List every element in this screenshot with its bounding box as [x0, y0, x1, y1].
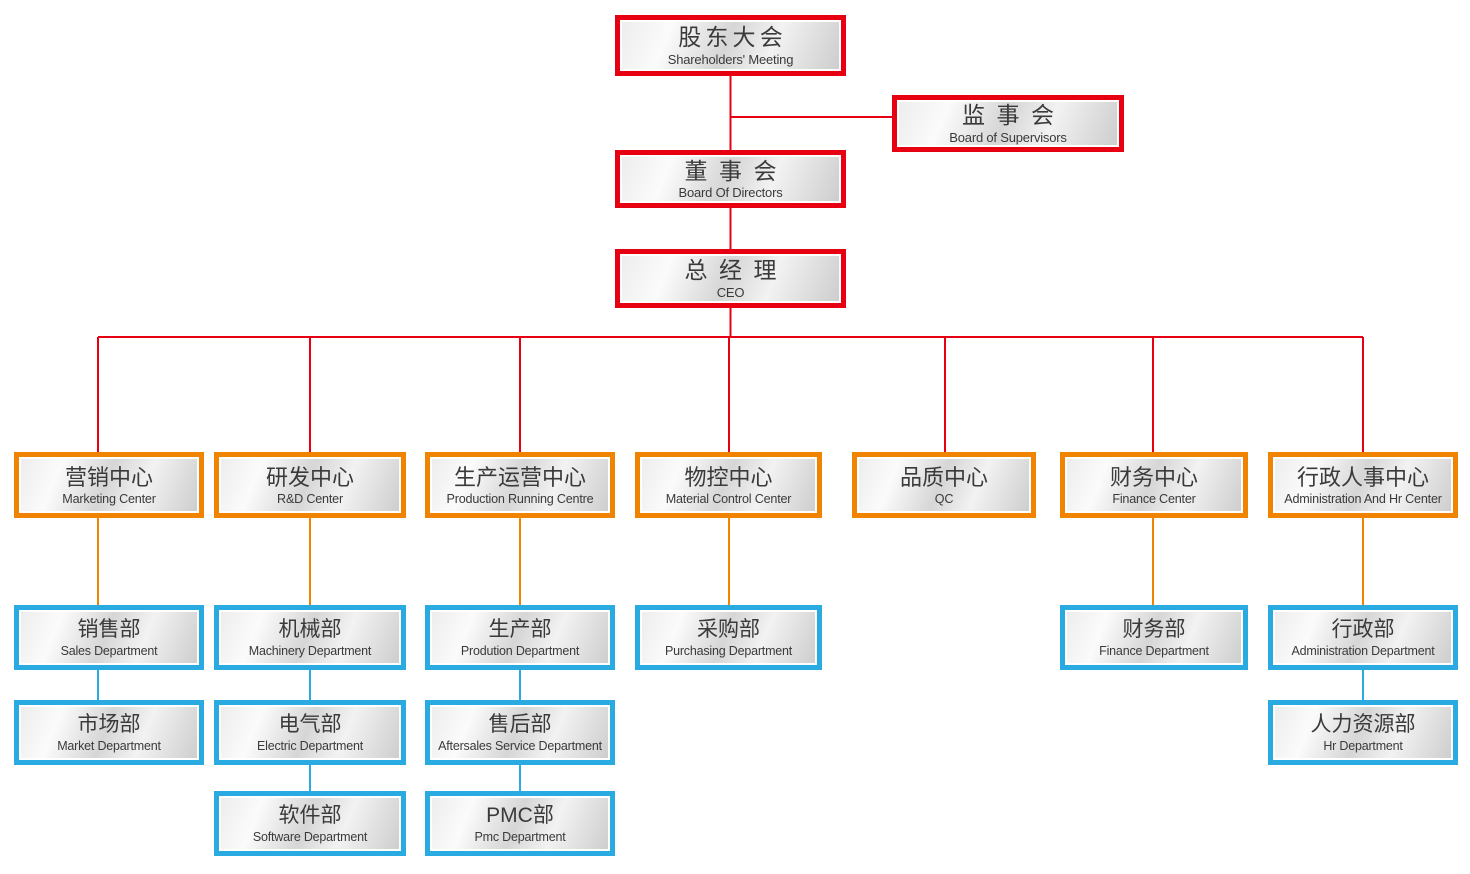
sales-department-en-label: Sales Department [60, 643, 158, 658]
org-node-admin-hr-center: 行政人事中心 Administration And Hr Center [1268, 452, 1458, 518]
org-node-marketing-center: 营销中心 Marketing Center [14, 452, 204, 518]
org-node-market-department: 市场部 Market Department [14, 700, 204, 765]
pmc-department-en-label: Pmc Department [474, 829, 566, 844]
market-department-zh-label: 市场部 [77, 712, 141, 736]
electric-department-zh-label: 电气部 [278, 712, 342, 736]
org-node-board-of-supervisors: 监事会 Board of Supervisors [892, 95, 1124, 152]
org-node-hr-department: 人力资源部 Hr Department [1268, 700, 1458, 765]
software-department-en-label: Software Department [252, 829, 368, 844]
org-node-finance-department: 财务部 Finance Department [1060, 605, 1248, 670]
board-of-directors-en-label: Board Of Directors [678, 185, 783, 201]
prodution-department-zh-label: 生产部 [488, 617, 552, 641]
production-running-centre-zh-label: 生产运营中心 [453, 464, 586, 490]
administration-department-en-label: Administration Department [1291, 643, 1435, 658]
shareholders-meeting-zh-label: 股东大会 [678, 24, 787, 51]
pmc-department-zh-label: PMC部 [486, 803, 554, 827]
electric-department-en-label: Electric Department [257, 738, 363, 753]
org-node-purchasing-department: 采购部 Purchasing Department [635, 605, 822, 670]
marketing-center-en-label: Marketing Center [62, 492, 156, 507]
finance-center-zh-label: 财务中心 [1109, 464, 1198, 490]
purchasing-department-zh-label: 采购部 [697, 617, 760, 641]
org-node-shareholders-meeting: 股东大会 Shareholders' Meeting [615, 15, 846, 76]
rd-center-en-label: R&D Center [277, 492, 343, 507]
market-department-en-label: Market Department [57, 738, 161, 753]
org-node-material-control-center: 物控中心 Material Control Center [635, 452, 822, 518]
material-control-center-zh-label: 物控中心 [684, 464, 773, 490]
machinery-department-zh-label: 机械部 [278, 617, 342, 641]
hr-department-zh-label: 人力资源部 [1310, 712, 1416, 736]
ceo-zh-label: 总经理 [684, 257, 788, 284]
org-node-qc-center: 品质中心 QC [852, 452, 1036, 518]
sales-department-zh-label: 销售部 [77, 617, 141, 641]
material-control-center-en-label: Material Control Center [665, 492, 792, 507]
org-node-machinery-department: 机械部 Machinery Department [214, 605, 406, 670]
finance-department-en-label: Finance Department [1099, 643, 1209, 658]
org-node-aftersales-service-department: 售后部 Aftersales Service Department [425, 700, 615, 765]
org-node-prodution-department: 生产部 Prodution Department [425, 605, 615, 670]
finance-department-zh-label: 财务部 [1122, 617, 1186, 641]
admin-hr-center-en-label: Administration And Hr Center [1284, 492, 1442, 507]
org-node-ceo: 总经理 CEO [615, 249, 846, 308]
org-node-sales-department: 销售部 Sales Department [14, 605, 204, 670]
org-node-rd-center: 研发中心 R&D Center [214, 452, 406, 518]
qc-center-zh-label: 品质中心 [899, 464, 988, 490]
org-node-board-of-directors: 董事会 Board Of Directors [615, 150, 846, 208]
prodution-department-en-label: Prodution Department [460, 643, 580, 658]
shareholders-meeting-en-label: Shareholders' Meeting [667, 51, 794, 67]
board-of-directors-zh-label: 董事会 [684, 157, 788, 184]
purchasing-department-en-label: Purchasing Department [664, 643, 793, 658]
org-node-administration-department: 行政部 Administration Department [1268, 605, 1458, 670]
hr-department-en-label: Hr Department [1323, 738, 1403, 753]
rd-center-zh-label: 研发中心 [265, 464, 354, 490]
machinery-department-en-label: Machinery Department [248, 643, 372, 658]
production-running-centre-en-label: Production Running Centre [446, 492, 594, 507]
software-department-zh-label: 软件部 [278, 803, 342, 827]
admin-hr-center-zh-label: 行政人事中心 [1296, 464, 1429, 490]
qc-center-en-label: QC [934, 492, 954, 507]
ceo-en-label: CEO [716, 284, 745, 300]
org-node-pmc-department: PMC部 Pmc Department [425, 791, 615, 856]
marketing-center-zh-label: 营销中心 [64, 464, 153, 490]
org-node-finance-center: 财务中心 Finance Center [1060, 452, 1248, 518]
administration-department-zh-label: 行政部 [1331, 617, 1395, 641]
org-node-software-department: 软件部 Software Department [214, 791, 406, 856]
aftersales-service-department-en-label: Aftersales Service Department [438, 738, 602, 753]
finance-center-en-label: Finance Center [1112, 492, 1196, 507]
board-of-supervisors-en-label: Board of Supervisors [949, 129, 1067, 145]
board-of-supervisors-zh-label: 监事会 [962, 102, 1066, 129]
org-node-production-running-centre: 生产运营中心 Production Running Centre [425, 452, 615, 518]
aftersales-service-department-zh-label: 售后部 [488, 712, 552, 736]
org-node-electric-department: 电气部 Electric Department [214, 700, 406, 765]
